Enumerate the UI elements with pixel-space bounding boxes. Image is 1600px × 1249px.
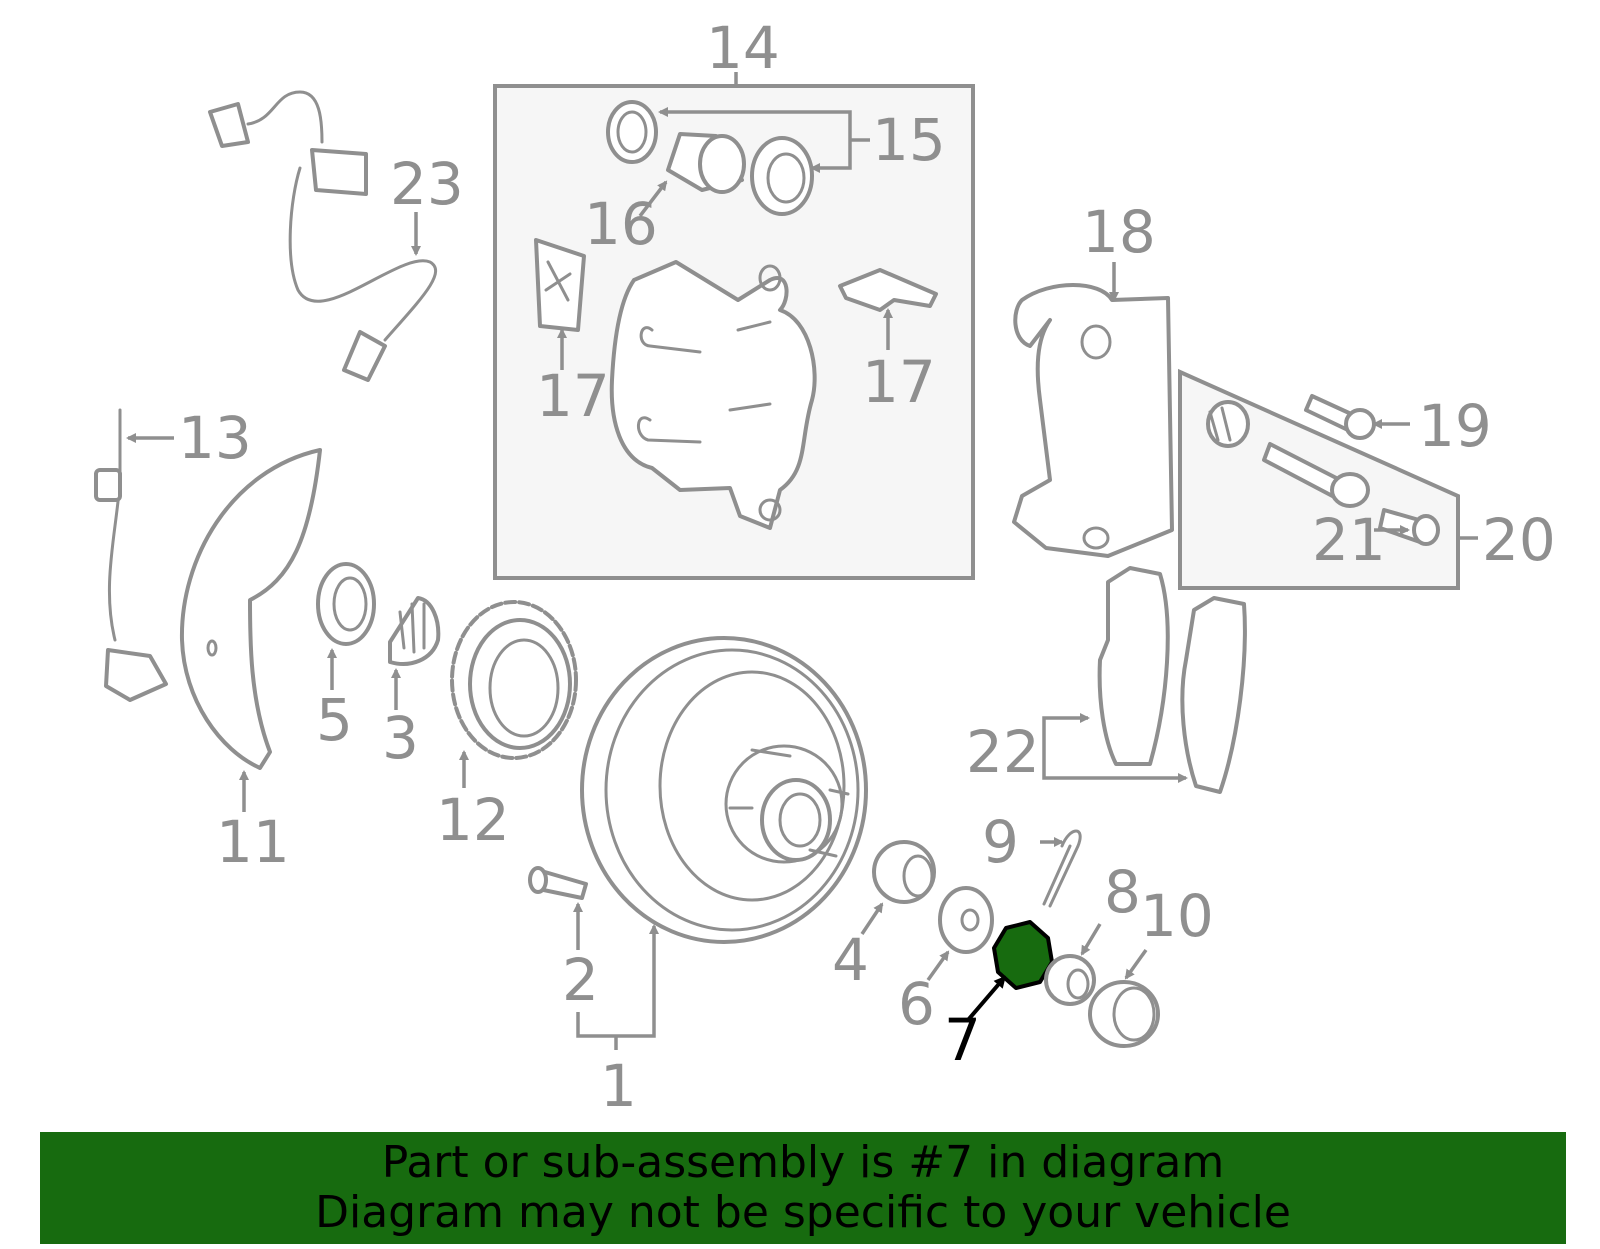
callout-18: 18: [1082, 198, 1156, 266]
callout-9: 9: [982, 808, 1019, 876]
piston-part[interactable]: [666, 132, 746, 194]
callout-17-right: 17: [862, 348, 936, 416]
rotor-part[interactable]: [580, 636, 868, 944]
callout-14: 14: [706, 14, 780, 82]
piston-boot-part[interactable]: [750, 136, 814, 216]
inner-bearing-part[interactable]: [388, 596, 441, 666]
tone-ring-part[interactable]: [450, 600, 578, 760]
callout-11: 11: [216, 808, 290, 876]
info-banner: Part or sub-assembly is #7 in diagram Di…: [40, 1132, 1566, 1244]
banner-line-disclaimer: Diagram may not be specific to your vehi…: [315, 1187, 1291, 1238]
brake-pads-part[interactable]: [1097, 566, 1247, 794]
brake-hose-part[interactable]: [208, 90, 437, 382]
callout-7-highlighted: 7: [944, 1006, 981, 1074]
callout-2: 2: [562, 946, 599, 1014]
callout-20: 20: [1482, 506, 1556, 574]
banner-line-part-number: Part or sub-assembly is #7 in diagram: [381, 1137, 1225, 1188]
callout-8: 8: [1104, 858, 1141, 926]
leader-lines: [126, 72, 1478, 1050]
callout-1: 1: [600, 1052, 637, 1120]
guide-pin-part[interactable]: [1262, 442, 1370, 508]
callout-10: 10: [1140, 882, 1214, 950]
bracket-bolt-part[interactable]: [1304, 394, 1376, 440]
callout-3: 3: [382, 704, 419, 772]
caliper-bracket-part[interactable]: [1012, 283, 1174, 558]
callout-23: 23: [390, 150, 464, 218]
guide-bushing-part[interactable]: [1206, 400, 1250, 448]
caliper-body-part[interactable]: [609, 260, 817, 530]
anti-rattle-clip-right-part[interactable]: [838, 268, 938, 312]
dust-cap-part[interactable]: [1088, 980, 1160, 1048]
adjusting-nut-part[interactable]: [992, 920, 1054, 990]
callout-13: 13: [178, 404, 252, 472]
callout-15: 15: [872, 106, 946, 174]
callout-16: 16: [584, 190, 658, 258]
callout-5: 5: [316, 686, 353, 754]
callout-22: 22: [966, 718, 1040, 786]
callout-12: 12: [436, 786, 510, 854]
outer-bearing-part[interactable]: [872, 840, 936, 904]
anti-rattle-clip-left-part[interactable]: [534, 238, 586, 332]
piston-seal-part[interactable]: [606, 100, 658, 164]
splash-shield-part[interactable]: [179, 448, 322, 770]
callout-19: 19: [1418, 392, 1492, 460]
callout-21: 21: [1312, 506, 1386, 574]
callout-4: 4: [832, 926, 869, 994]
wheel-stud-part[interactable]: [528, 866, 588, 900]
washer-part[interactable]: [938, 886, 994, 954]
seal-part[interactable]: [316, 562, 376, 646]
cotter-pin-part[interactable]: [1042, 829, 1082, 908]
callout-17-left: 17: [536, 362, 610, 430]
abs-sensor-wire-part[interactable]: [94, 408, 168, 702]
callout-6: 6: [898, 970, 935, 1038]
nut-lock-part[interactable]: [1044, 954, 1096, 1006]
